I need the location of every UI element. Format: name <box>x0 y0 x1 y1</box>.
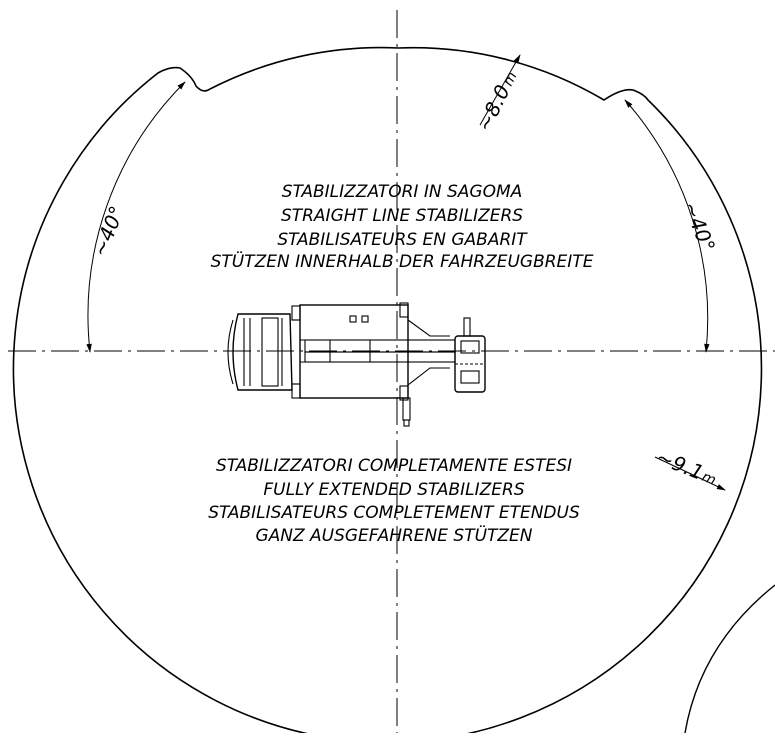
angle-left-label: ~40° <box>87 202 129 259</box>
lower-label-de: GANZ AUSGEFAHRENE STÜTZEN <box>255 524 532 546</box>
vehicle-cab <box>227 305 301 399</box>
radius-extended-value: ~9.1 <box>653 444 707 484</box>
radius-straight-value: ~8.0 <box>472 81 515 135</box>
lower-label-en: FULLY EXTENDED STABILIZERS <box>263 480 524 500</box>
working-envelope-outline <box>12 46 763 738</box>
radius-extended-unit: m <box>700 469 719 489</box>
radius-leader-extended <box>654 456 726 491</box>
angle-arc-right <box>624 99 710 353</box>
vehicle-top-view <box>227 302 486 427</box>
angle-arc-left <box>86 81 186 353</box>
vehicle-platform <box>454 317 486 393</box>
upper-label-fr: STABILISATEURS EN GABARIT <box>277 230 528 250</box>
radius-straight-unit: m <box>500 69 520 88</box>
upper-label-de: STÜTZEN INNERHALB DER FAHRZEUGBREITE <box>211 250 594 272</box>
upper-label-en: STRAIGHT LINE STABILIZERS <box>281 206 523 226</box>
upper-label-block: STABILIZZATORI IN SAGOMA STRAIGHT LINE S… <box>211 182 594 272</box>
lower-label-fr: STABILISATEURS COMPLETEMENT ETENDUS <box>208 503 580 523</box>
vehicle-boom <box>304 319 456 386</box>
adjacent-envelope-arc <box>684 584 775 734</box>
upper-label-it: STABILIZZATORI IN SAGOMA <box>282 182 523 202</box>
radius-leader-straight <box>479 54 521 126</box>
angle-right-label: ~40° <box>678 198 720 255</box>
vehicle-outrigger <box>402 397 411 427</box>
lower-label-it: STABILIZZATORI COMPLETAMENTE ESTESI <box>216 456 572 476</box>
lower-label-block: STABILIZZATORI COMPLETAMENTE ESTESI FULL… <box>208 456 580 546</box>
